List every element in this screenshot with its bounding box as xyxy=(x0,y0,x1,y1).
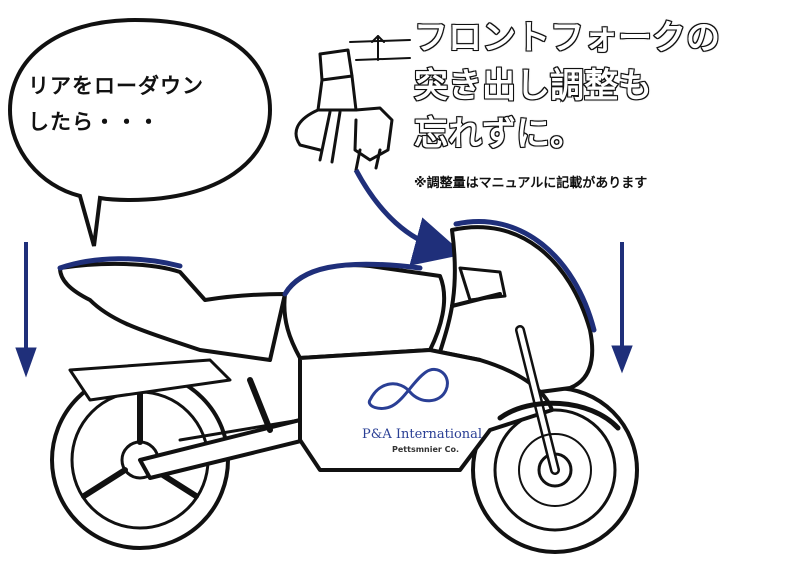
handlebar-icon xyxy=(294,35,411,172)
speech-bubble-icon xyxy=(7,17,273,247)
curved-arrow-icon xyxy=(353,168,465,266)
headline: フロントフォークの 突き出し調整も 忘れずに。 xyxy=(413,14,784,158)
down-arrow-icon xyxy=(15,242,37,378)
headline-line-1: フロントフォークの xyxy=(413,17,721,59)
logo-sub: Pettsmnier Co. xyxy=(392,445,459,454)
logo-brand: P&A International xyxy=(362,427,482,442)
logo-icon xyxy=(367,367,449,410)
motorcycle-icon xyxy=(50,219,639,554)
headline-line-2: 突き出し調整も xyxy=(413,65,653,107)
down-arrow-icon xyxy=(611,242,633,374)
headline-line-3: 忘れずに。 xyxy=(413,113,585,155)
speech-bubble-text: リアをローダウン したら・・・ xyxy=(28,74,204,134)
adjustment-note: ※調整量はマニュアルに記載があります xyxy=(414,176,648,191)
